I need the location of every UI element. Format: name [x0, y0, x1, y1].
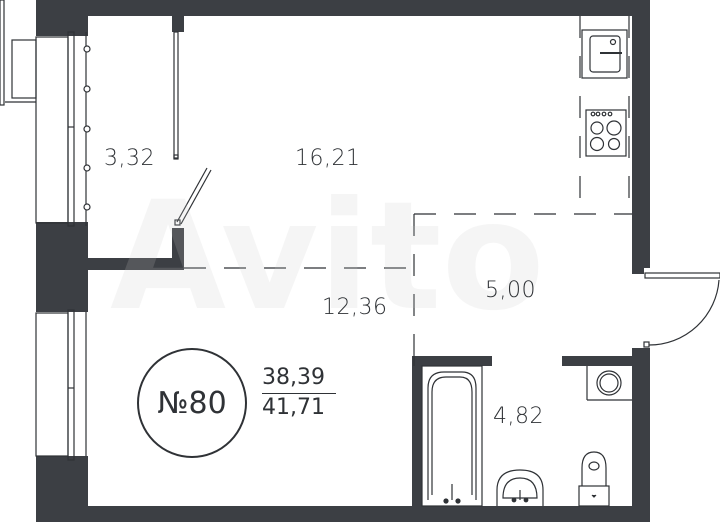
total-area: 41,71	[262, 395, 325, 420]
room-area-bathroom: 4,82	[493, 404, 544, 429]
bathtub	[421, 365, 483, 507]
washing-machine	[586, 366, 632, 401]
apartment-number-badge: №80	[137, 348, 247, 458]
living-area: 38,39	[262, 365, 336, 394]
room-area-hallway: 5,00	[485, 278, 536, 303]
washbasin	[496, 469, 544, 506]
toilet	[578, 451, 610, 507]
room-area-room: 12,36	[322, 295, 388, 320]
room-area-kitchen-living: 16,21	[295, 146, 361, 171]
entry-door	[643, 272, 720, 348]
zone-dividers	[184, 16, 632, 356]
walls	[36, 0, 650, 522]
window-left-bottom	[35, 309, 87, 461]
balcony-door	[173, 31, 212, 226]
apartment-number: №80	[157, 385, 227, 421]
stove	[585, 109, 627, 157]
sink-kitchen	[581, 29, 628, 79]
room-area-balcony: 3,32	[104, 146, 155, 171]
window-left-top	[0, 0, 91, 227]
area-summary: 38,39 41,71	[262, 365, 336, 422]
